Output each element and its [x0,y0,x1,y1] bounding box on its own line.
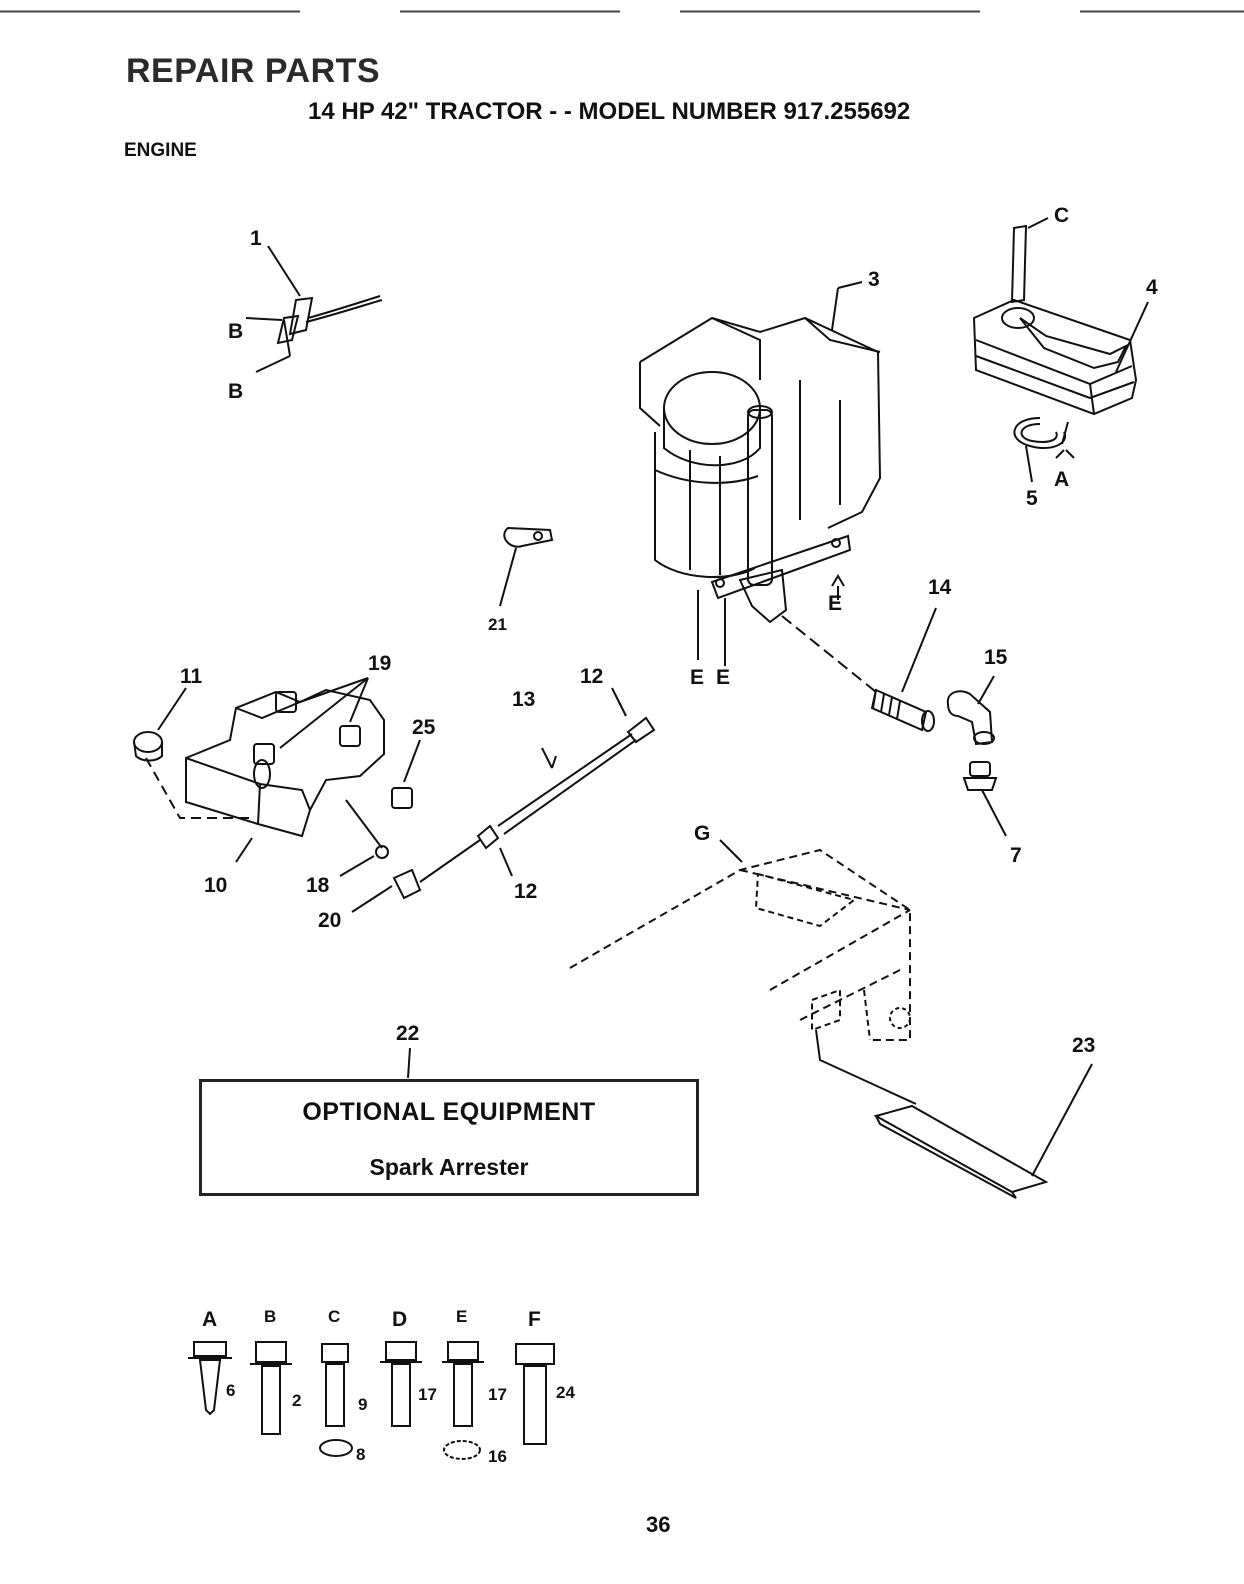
callout-25: 25 [412,716,436,739]
callout-labels: 1 3 4 5 7 10 11 12 12 13 14 15 18 19 20 … [180,204,1158,1057]
part-10-fuel-tank [145,677,421,863]
fastener-C-bolt [319,1343,353,1457]
part-7-plug [962,761,1007,837]
part-22-leader [407,1047,411,1079]
page-title: REPAIR PARTS [126,52,381,90]
key-letter-A: A [202,1308,217,1331]
callout-15: 15 [984,646,1008,669]
callout-1: 1 [250,227,262,250]
key-letter-B: B [264,1307,276,1326]
key-part-E: 17 [488,1385,507,1404]
part-5-clamp [1013,417,1075,483]
callout-3: 3 [868,268,880,291]
callout-10: 10 [204,874,227,897]
letter-A: A [1054,468,1069,491]
callout-21: 21 [488,615,507,634]
part-15-elbow [946,675,995,746]
part-23-heat-shield [569,839,1093,1199]
key-letter-C: C [328,1307,340,1326]
part-1-throttle-bracket [245,245,383,373]
callout-19: 19 [368,652,391,675]
letter-G: G [694,822,710,845]
fuel-line-assembly [339,687,656,913]
model-subtitle: 14 HP 42" TRACTOR - - MODEL NUMBER 917.2… [308,98,911,125]
callout-18: 18 [306,874,330,897]
key-part-F: 24 [556,1383,575,1402]
fastener-F-bolt [515,1343,555,1445]
letter-B-upper: B [228,320,243,343]
part-21-clip [499,526,554,607]
callout-7: 7 [1010,844,1022,867]
letter-E-left: E [690,666,704,689]
callout-14: 14 [928,576,952,599]
key-part-B: 2 [292,1391,301,1410]
part-14-nipple [781,607,937,732]
fastener-B-bolt [250,1341,292,1435]
letter-B-lower: B [228,380,243,403]
hardware-key-labels: A 6 B 2 C 9 8 D 17 E 17 16 F 24 [202,1307,575,1466]
letter-E-center: E [716,666,730,689]
fastener-A-screw [188,1341,232,1416]
callout-13: 13 [512,688,535,711]
letter-C: C [1054,204,1069,227]
key-letter-D: D [392,1308,407,1331]
key-part-C: 9 [358,1395,367,1414]
part-3-engine [639,281,882,666]
optional-equipment-item: Spark Arrester [369,1154,529,1180]
callout-12-top: 12 [580,665,603,688]
section-heading: ENGINE [124,140,197,161]
letter-E-right: E [828,592,842,615]
key-letter-F: F [528,1308,541,1331]
optional-equipment-title: OPTIONAL EQUIPMENT [302,1098,596,1126]
page-number: 36 [646,1512,671,1537]
part-4-muffler [972,217,1149,416]
key-part-A: 6 [226,1381,235,1400]
callout-20: 20 [318,909,341,932]
key-washer-E: 16 [488,1447,507,1466]
key-washer-C: 8 [356,1445,365,1464]
part-11-fuel-cap [133,687,187,762]
key-part-D: 17 [418,1385,437,1404]
optional-equipment-box: OPTIONAL EQUIPMENT Spark Arrester [199,1079,699,1196]
hardware-key [188,1341,555,1460]
top-rule [0,0,1244,13]
callout-22: 22 [396,1022,419,1045]
callout-4: 4 [1146,276,1158,299]
callout-12-bottom: 12 [514,880,537,903]
fastener-D-bolt [380,1341,422,1427]
key-letter-E: E [456,1307,467,1326]
callout-11: 11 [180,665,203,688]
callout-23: 23 [1072,1034,1095,1057]
callout-5: 5 [1026,487,1038,510]
fastener-E-bolt [442,1341,484,1460]
